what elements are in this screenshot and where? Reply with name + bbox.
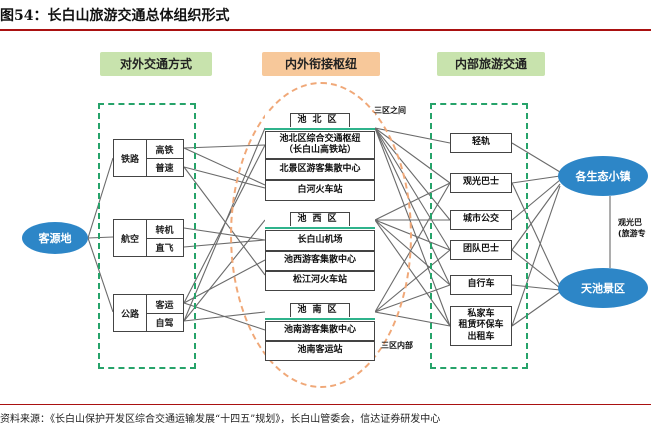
zone-west-header: 池西区 — [265, 212, 375, 229]
mode-item: 客运 — [146, 295, 183, 314]
mode-item: 直飞 — [155, 243, 174, 254]
hub-node: 池北区综合交通枢纽 （长白山高铁站） — [265, 131, 375, 159]
hub-node: 白河火车站 — [265, 180, 375, 201]
internal-mode: 城市公交 — [450, 210, 512, 230]
hub-node: 松江河火车站 — [265, 271, 375, 291]
link-label: 观光巴 (旅游专 — [618, 218, 646, 239]
mode-road: 公路 客运 自驾 — [113, 294, 184, 332]
internal-mode: 轻轨 — [450, 133, 512, 153]
mode-air: 航空 转机 直飞 — [113, 219, 184, 257]
mode-item: 普速 — [155, 163, 174, 174]
zone-name: 池西区 — [290, 212, 350, 226]
external-frame — [98, 103, 196, 369]
header-external-transport: 对外交通方式 — [100, 52, 212, 76]
title-rule — [0, 29, 651, 31]
zone-name: 池南区 — [290, 303, 350, 317]
internal-frame — [430, 103, 528, 369]
source-note: 资料来源：《长白山保护开发区综合交通运输发展“十四五”规划》，长白山管委会，信达… — [0, 414, 441, 425]
mode-label: 铁路 — [114, 140, 147, 176]
mode-label: 公路 — [114, 295, 147, 331]
mode-rail: 铁路 高铁 普速 — [113, 139, 184, 177]
zone-name: 池北区 — [290, 113, 350, 127]
zone-north-header: 池北区 — [265, 113, 375, 130]
mode-item: 自驾 — [155, 318, 174, 329]
destination-town: 各生态小镇 — [558, 156, 648, 196]
mode-item: 高铁 — [146, 140, 183, 159]
mode-label: 航空 — [114, 220, 147, 256]
zone-south-header: 池南区 — [265, 303, 375, 320]
note-between-zones: 三区之间 — [374, 106, 406, 115]
hub-node: 长白山机场 — [265, 230, 375, 251]
internal-mode: 团队巴士 — [450, 240, 512, 260]
hub-oval — [230, 82, 412, 388]
header-internal-transport: 内部旅游交通 — [437, 52, 545, 76]
hub-node: 池南游客集散中心 — [265, 321, 375, 341]
destination-scenic: 天池景区 — [558, 268, 648, 308]
note-within-zones: 三区内部 — [381, 341, 413, 350]
internal-mode: 私家车 租赁环保车 出租车 — [450, 306, 512, 346]
hub-node: 池南客运站 — [265, 341, 375, 361]
origin-node: 客源地 — [22, 222, 88, 254]
figure-title: 图54：长白山旅游交通总体组织形式 — [0, 8, 230, 24]
header-hub: 内外衔接枢纽 — [262, 52, 380, 76]
internal-mode: 自行车 — [450, 275, 512, 295]
internal-mode: 观光巴士 — [450, 173, 512, 193]
source-rule — [0, 404, 651, 405]
hub-node: 池西游客集散中心 — [265, 251, 375, 271]
hub-node: 北景区游客集散中心 — [265, 159, 375, 180]
mode-item: 转机 — [146, 220, 183, 239]
